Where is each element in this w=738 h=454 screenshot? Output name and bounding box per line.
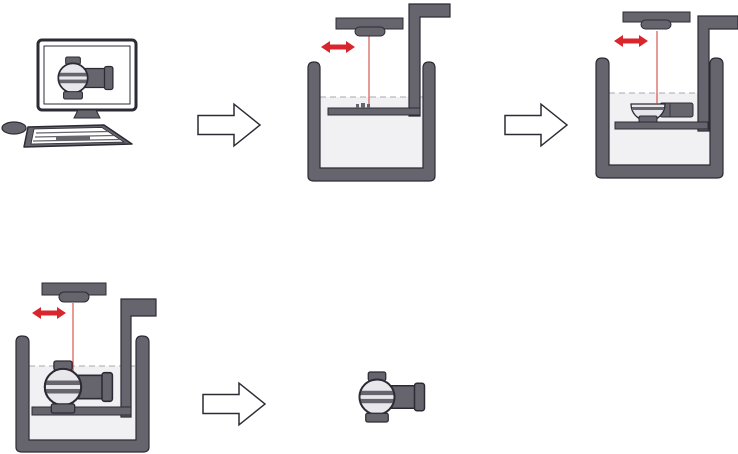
resin-tank-part-building xyxy=(595,11,738,179)
arrow-right-outline-icon xyxy=(197,103,261,147)
computer-illustration xyxy=(1,38,138,148)
resin-tank-part-complete xyxy=(15,282,157,453)
laser-motion-arrow-icon xyxy=(321,41,355,53)
arrow-right-outline-icon xyxy=(202,382,266,426)
partial-part-icon xyxy=(630,102,694,123)
arrow-right-outline-icon xyxy=(504,103,568,147)
finished-part-icon xyxy=(358,371,426,423)
laser-motion-arrow-icon xyxy=(614,35,648,47)
resin-tank-empty-platform xyxy=(307,3,451,182)
laser-motion-arrow-icon xyxy=(32,307,66,319)
